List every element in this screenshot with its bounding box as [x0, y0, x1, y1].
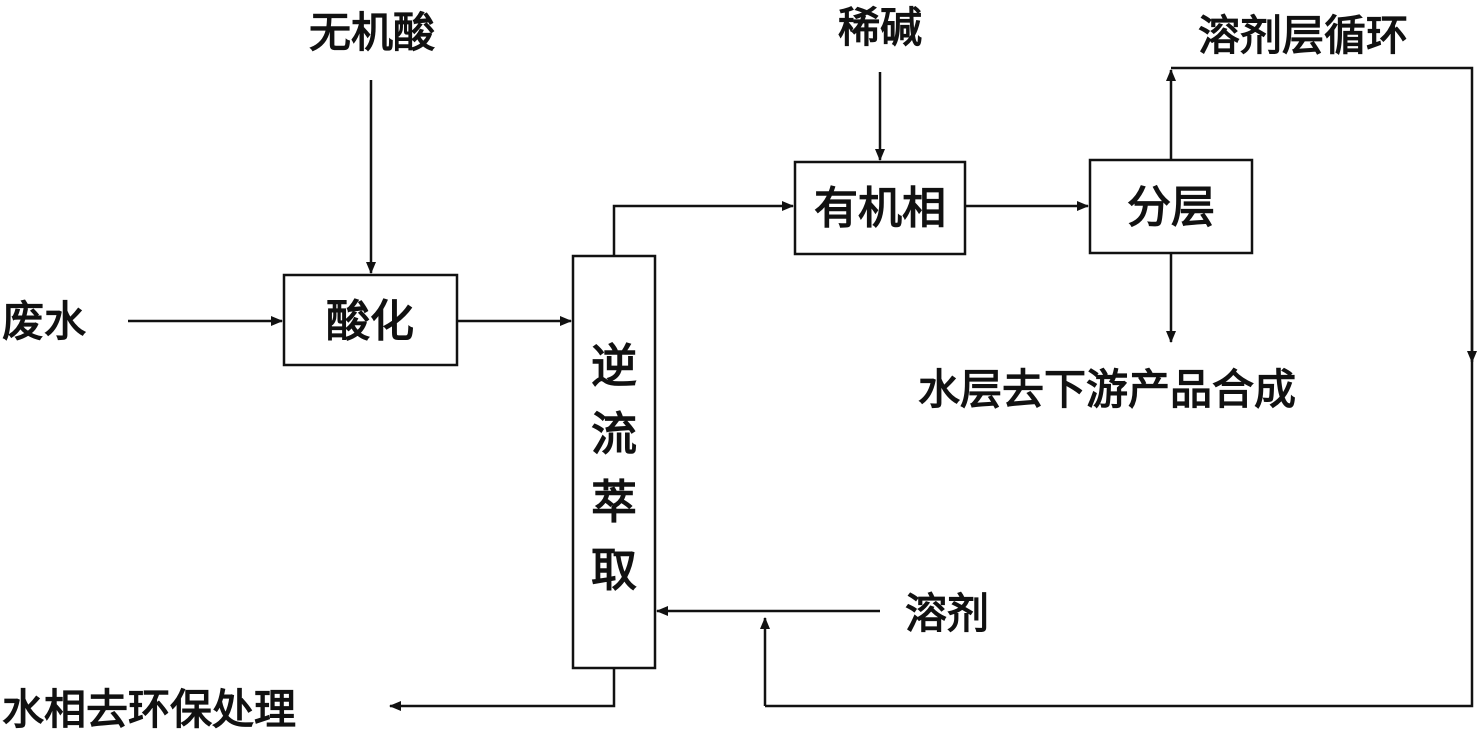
separation-label: 分层 [1127, 182, 1215, 233]
extraction-column-box [571, 254, 657, 670]
solvent-label: 溶剂 [905, 589, 989, 638]
acidification-box [282, 273, 459, 367]
extraction-char-4: 取 [591, 543, 637, 597]
acidification-label: 酸化 [326, 296, 414, 347]
organic-phase-label: 有机相 [814, 183, 946, 234]
inorganic-acid-label: 无机酸 [309, 8, 436, 57]
aqueous-layer-downstream-label: 水层去下游产品合成 [918, 365, 1296, 414]
dilute-alkali-label: 稀碱 [838, 3, 922, 52]
extraction-char-2: 流 [591, 407, 637, 461]
solvent-layer-recycle-label: 溶剂层循环 [1198, 11, 1408, 60]
wastewater-label: 废水 [2, 297, 87, 346]
extraction-to-organic-phase-arrow [612, 201, 794, 256]
solvent-recycle-loop-line [765, 66, 1474, 708]
extraction-to-aqueous-treatment-arrow [389, 668, 616, 711]
extraction-char-3: 萃 [591, 475, 637, 529]
organic-phase-box [793, 160, 967, 256]
extraction-char-1: 逆 [591, 339, 637, 393]
aqueous-phase-treatment-label: 水相去环保处理 [2, 685, 296, 734]
